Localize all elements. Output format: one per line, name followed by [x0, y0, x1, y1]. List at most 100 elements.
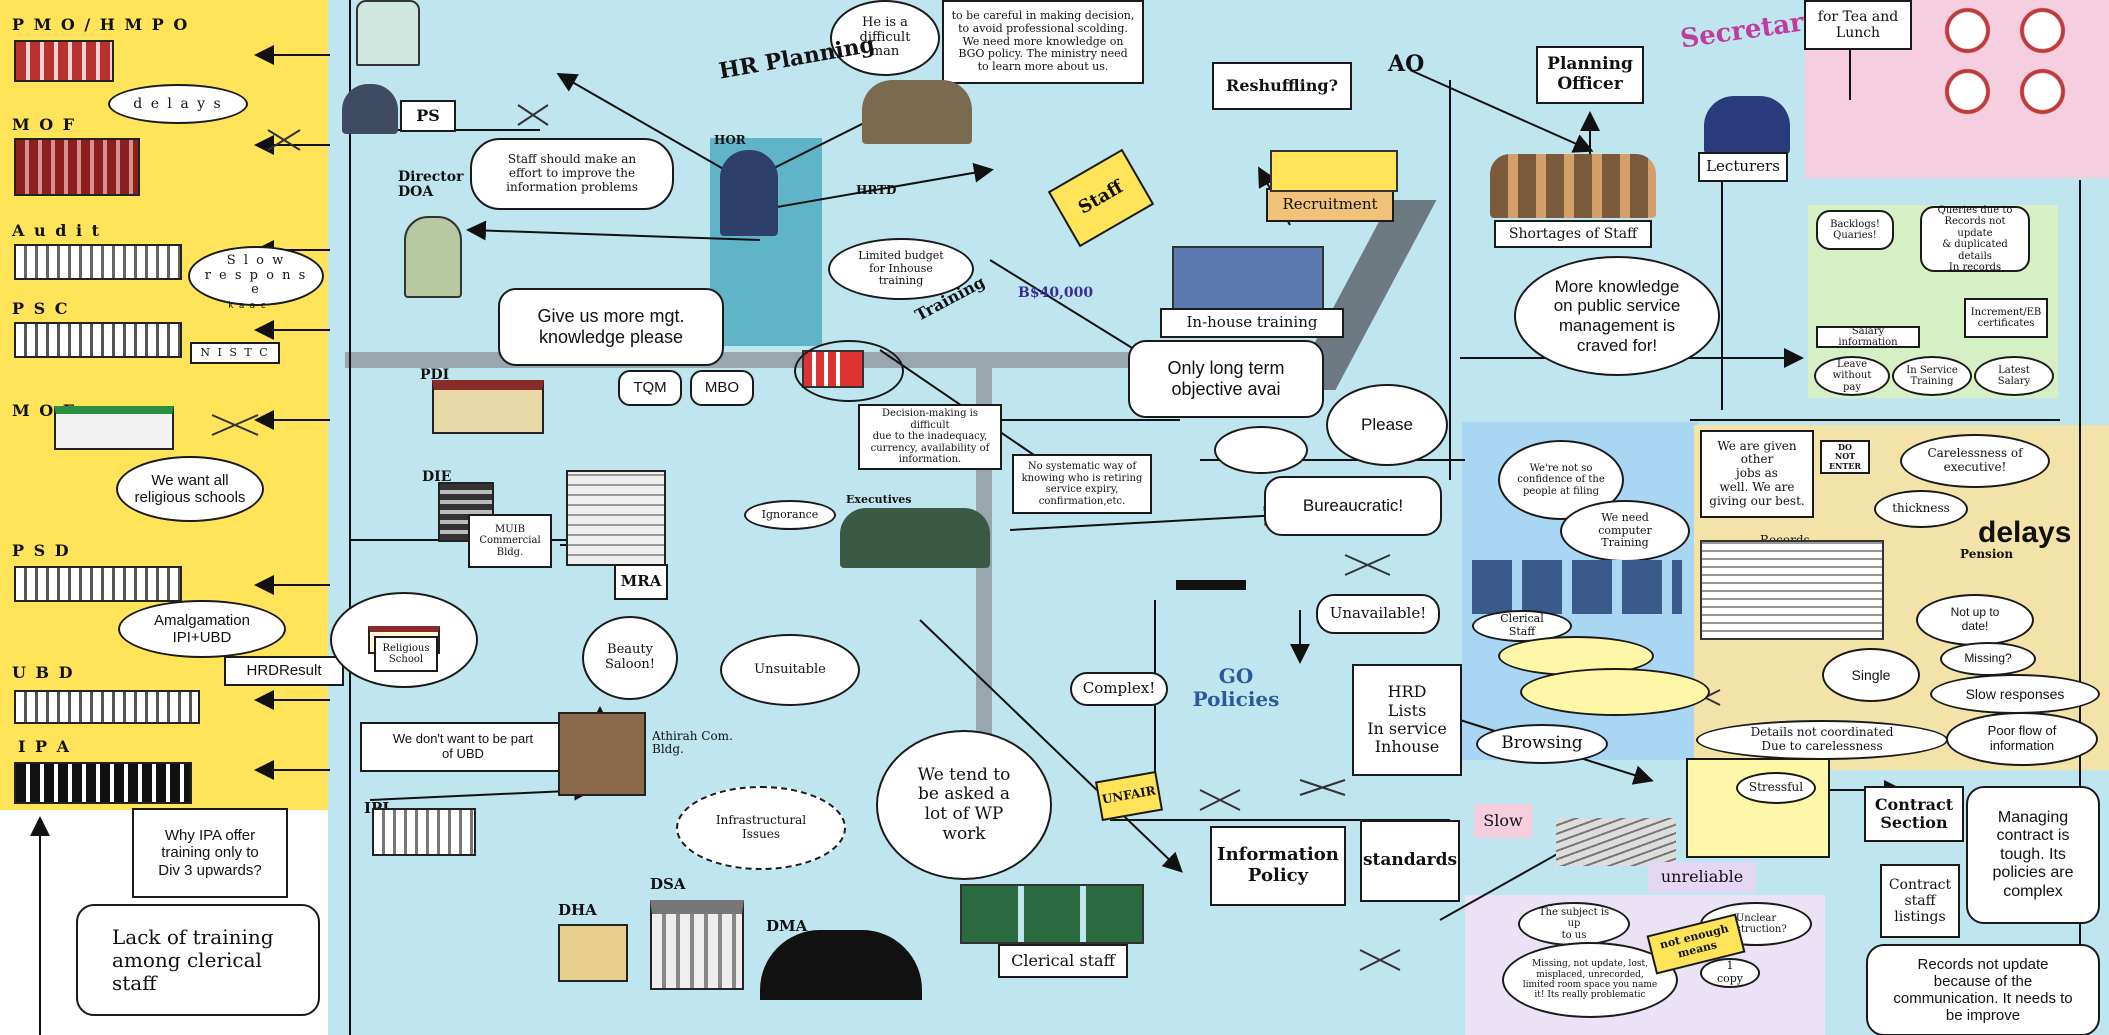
not-up-to-date-bubble: Not up to date! [1916, 594, 2034, 646]
stressful-panel [1686, 758, 1830, 858]
lecturers-label: Lecturers [1698, 152, 1788, 182]
executives-group-icon [862, 80, 972, 144]
nistc-label: N I S T C [190, 342, 280, 364]
die-label: DIE [422, 469, 452, 485]
single-bubble: Single [1822, 648, 1920, 702]
slow-response-bubble: S l o w r e s p o n s e [188, 246, 324, 306]
difficult-man-bubble: He is a difficult man [830, 0, 940, 76]
ipa-offer-note: Why IPA offer training only to Div 3 upw… [132, 808, 288, 898]
no-systematic-note: No systematic way of knowing who is reti… [1012, 454, 1152, 514]
hrtd-label: HRTD [856, 183, 897, 197]
carelessness-bubble: Carelessness of executive! [1900, 434, 2050, 488]
salary-info-label: Salary information [1816, 326, 1920, 348]
other-jobs-note: We are given other jobs as well. We are … [1700, 430, 1814, 518]
long-term-bubble: Only long term objective avai [1128, 340, 1324, 418]
crowd-icon [1490, 154, 1656, 218]
computer-workers-icon [1472, 560, 1682, 614]
recruitment-label: Recruitment [1266, 188, 1394, 222]
ps-label: PS [400, 100, 456, 132]
planning-officer-label: Planning Officer [1536, 46, 1644, 104]
more-mgt-bubble: Give us more mgt. knowledge please [498, 288, 724, 366]
latest-salary-bubble: Latest Salary [1974, 356, 2054, 396]
hrd-result-label: HRDResult [224, 656, 344, 686]
missing-bubble: Missing? [1940, 642, 2036, 676]
tqm-label: TQM [618, 370, 682, 406]
limited-budget-bubble: Limited budget for Inhouse training [828, 238, 974, 300]
hor-label: HOR [714, 133, 746, 147]
muib-label: MUIB Commercial Bldg. [468, 514, 552, 568]
staff-effort-bubble: Staff should make an effort to improve t… [470, 138, 674, 210]
chart-bubble [794, 340, 904, 402]
pension-label: Pension [1960, 547, 2014, 561]
dma-label: DMA [766, 917, 808, 935]
dsa-building-icon [650, 900, 744, 990]
school-icon [54, 406, 174, 450]
clerical-staff-label: Clerical staff [998, 944, 1128, 978]
lecturers-icon [1704, 96, 1790, 154]
nistc-small-label: k a a c [228, 301, 266, 311]
contract-section-label: Contract Section [1864, 786, 1964, 842]
tea-lunch-label: for Tea and Lunch [1804, 0, 1912, 50]
details-not-coord-bubble: Details not coordinated Due to carelessn… [1696, 720, 1948, 760]
building-red-icon [14, 138, 140, 196]
infrastructural-bubble: Infrastructural Issues [676, 786, 846, 870]
executives-label: Executives [846, 493, 912, 506]
records-not-update-note: Records not update because of the commun… [1866, 944, 2100, 1035]
records-files-icon [1700, 540, 1884, 640]
leave-bubble: Leave without pay [1814, 356, 1890, 396]
official-seated-icon [342, 84, 398, 134]
do-not-enter-sign: DO NOT ENTER [1820, 440, 1870, 474]
agency-label-ipa: I P A [18, 737, 72, 756]
dsa-label: DSA [650, 875, 686, 893]
clerical-desks-icon [960, 884, 1144, 944]
recruitment-desk-icon [1270, 150, 1398, 192]
athirah-building-icon [558, 712, 646, 796]
hor-person-icon [720, 150, 778, 236]
managing-contract-bubble: Managing contract is tough. Its policies… [1966, 786, 2100, 924]
need-computer-bubble: We need computer Training [1560, 500, 1690, 562]
building-white-icon [14, 322, 182, 358]
religious-school-label: Religious School [374, 636, 438, 672]
subject-bubble: The subject is up to us [1518, 902, 1630, 946]
dha-label: DHA [558, 901, 597, 919]
bureaucratic-bubble: Bureaucratic! [1264, 476, 1442, 536]
go-policies-label: GO Policies [1188, 650, 1284, 726]
copy-bubble: 1 copy [1700, 958, 1760, 988]
dha-building-icon [558, 924, 628, 982]
director-label: Director DOA [398, 169, 464, 201]
agency-label-ubd: U B D [12, 663, 75, 682]
agency-label-mof: M O F [12, 115, 77, 134]
browsing-swirl-2 [1520, 668, 1710, 716]
ipi-building-icon [372, 808, 476, 856]
building-white-icon [14, 566, 182, 602]
queries-note: Queries due to Records not update & dupl… [1920, 205, 2030, 273]
reshuffling-label: Reshuffling? [1212, 62, 1352, 110]
agency-label-pmo: P M O / H M P O [12, 15, 190, 34]
building-white-icon [14, 690, 200, 724]
slow-responses-bubble: Slow responses [1930, 674, 2100, 714]
careful-note: to be careful in making decision, to avo… [942, 0, 1144, 84]
standards-label: standards [1360, 820, 1460, 902]
increment-note: Increment/EB certificates [1964, 298, 2048, 338]
missing-list-bubble: Missing, not update, lost, misplaced, un… [1502, 942, 1678, 1018]
director-person-icon [404, 216, 462, 298]
please-bubble: Please [1326, 384, 1448, 466]
decision-making-note: Decision-making is difficult due to the … [858, 404, 1002, 470]
agency-label-psd: P S D [12, 541, 71, 560]
unreliable-label: unreliable [1648, 862, 1756, 892]
agency-label-audit: A u d i t [12, 221, 101, 240]
building-black-icon [14, 762, 192, 804]
mra-label: MRA [614, 564, 668, 600]
mbo-label: MBO [690, 370, 754, 406]
scales-bubble [1214, 426, 1308, 474]
inhouse-training-icon [1172, 246, 1324, 312]
mosque-icon [760, 930, 922, 1000]
hrd-lists-label: HRD Lists In service Inhouse [1352, 664, 1462, 776]
ignorance-bubble: Ignorance [744, 500, 836, 530]
religious-schools-bubble: We want all religious schools [116, 456, 264, 522]
athirah-label: Athirah Com. Bldg. [652, 729, 733, 757]
pdi-label: PDI [420, 367, 450, 383]
poor-flow-bubble: Poor flow of information [1946, 712, 2098, 766]
in-service-bubble: In Service Training [1892, 356, 1972, 396]
unavailable-bubble: Unavailable! [1316, 594, 1440, 634]
